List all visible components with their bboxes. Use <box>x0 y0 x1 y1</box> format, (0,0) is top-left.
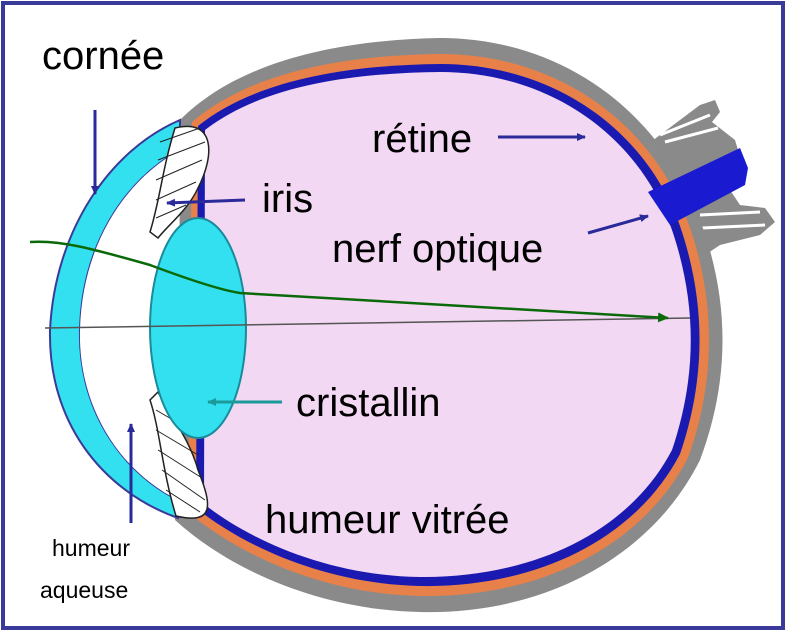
label-nerf-optique: nerf optique <box>332 227 543 271</box>
label-humeur-vitree: humeur vitrée <box>265 498 510 542</box>
label-humeur-aqueuse-line2: aqueuse <box>40 577 128 603</box>
label-humeur-aqueuse-line1: humeur <box>52 535 130 561</box>
lens <box>150 218 246 438</box>
label-cristallin: cristallin <box>296 381 440 425</box>
label-retine: rétine <box>372 117 472 161</box>
label-cornee: cornée <box>42 34 164 78</box>
label-iris: iris <box>262 177 313 221</box>
